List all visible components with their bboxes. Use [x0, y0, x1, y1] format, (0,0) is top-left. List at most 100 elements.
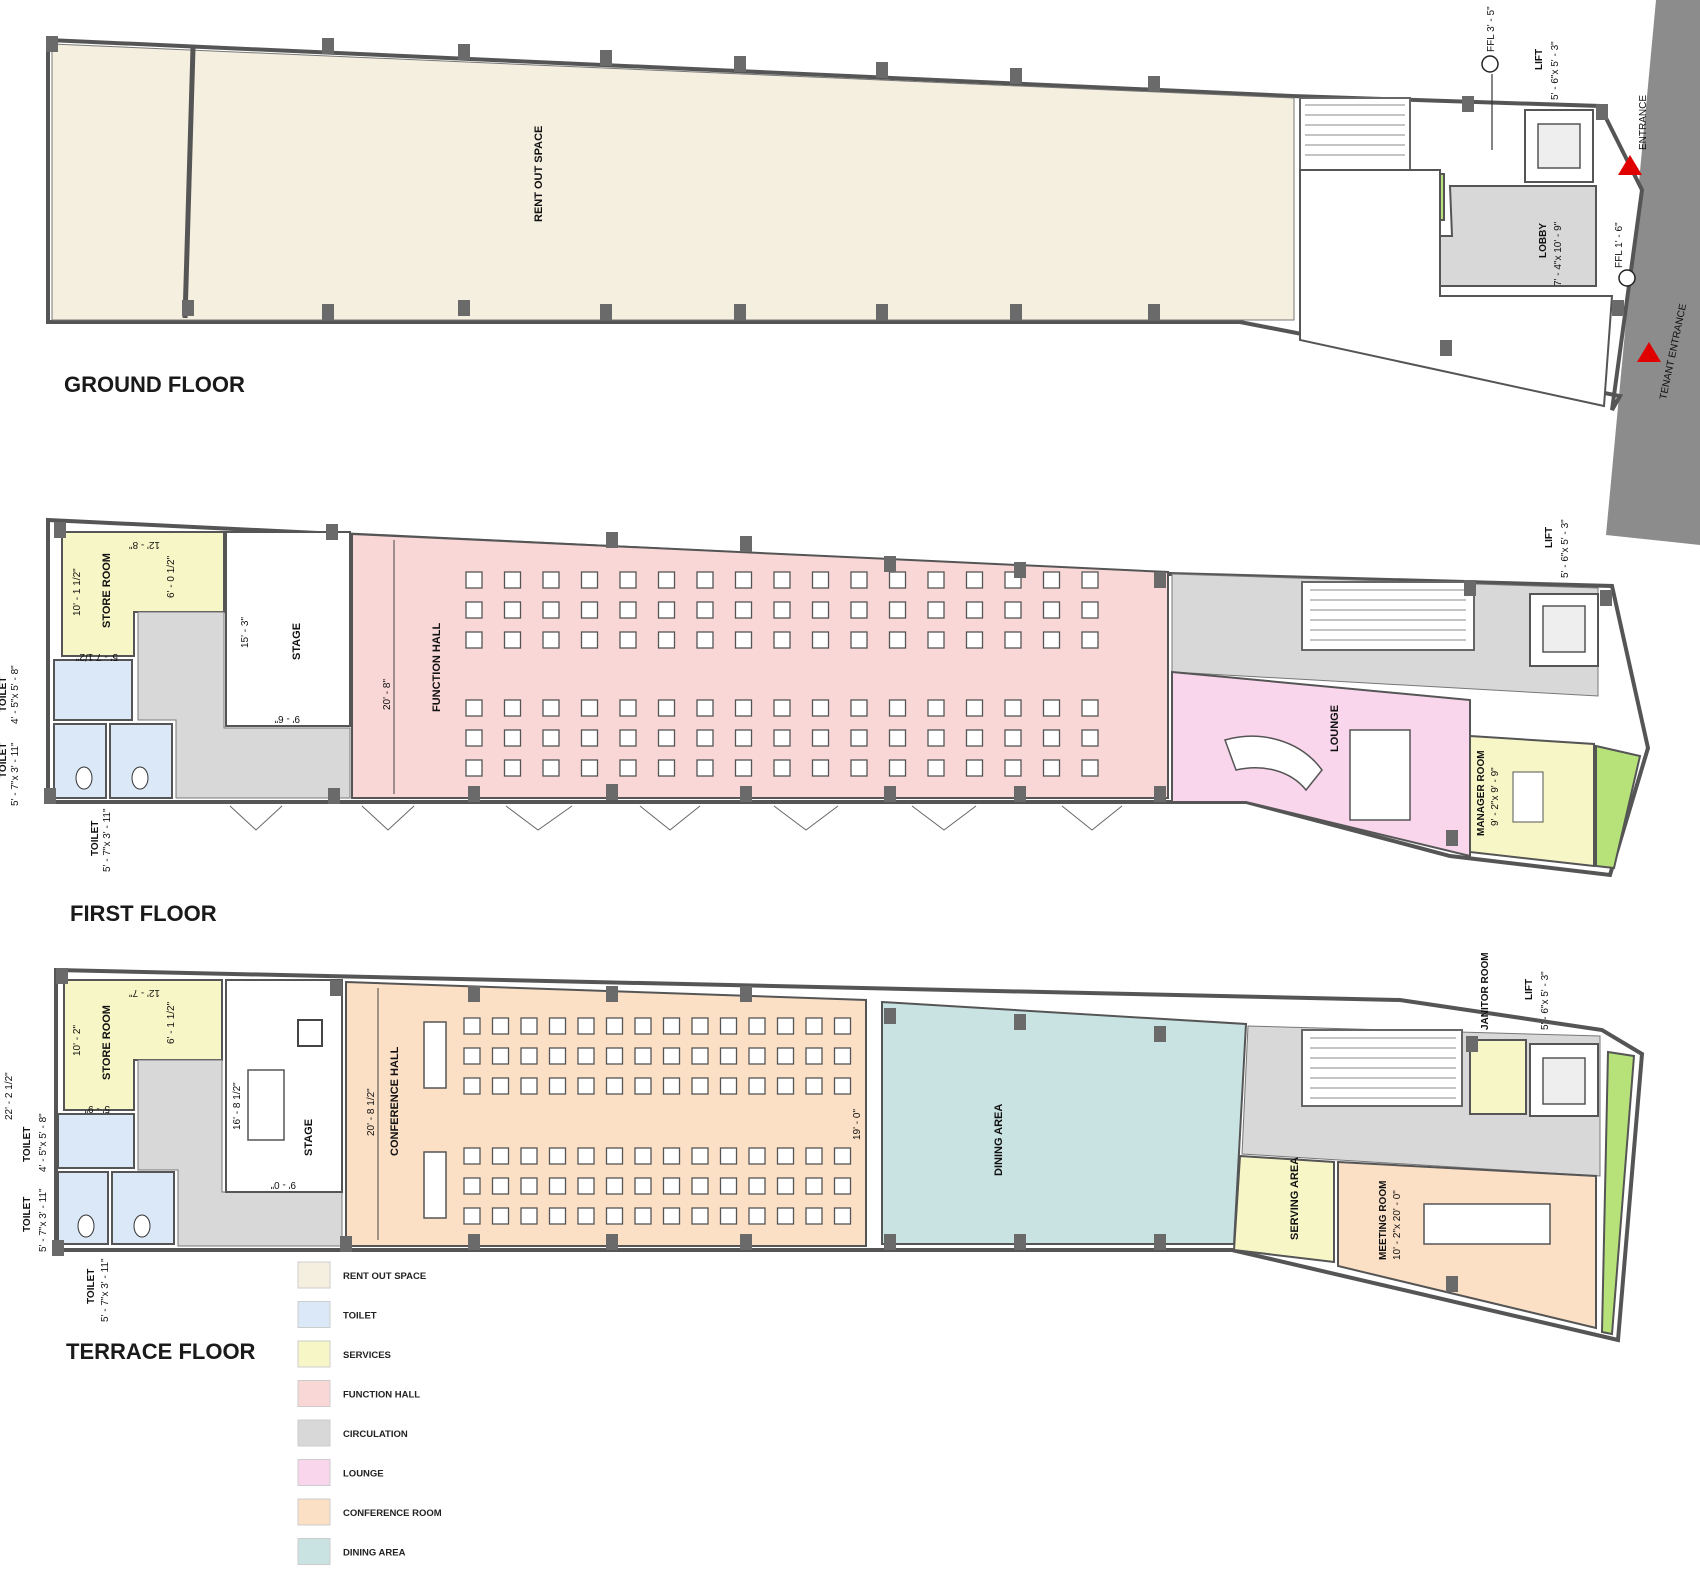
conference-seat [833, 1147, 852, 1165]
hall-seat [888, 759, 907, 777]
hall-seat [965, 601, 984, 619]
first-stage-label: STAGE [291, 623, 303, 660]
first-floor-plan: STORE ROOM 12' - 8" 10' - 1 1/2" 6' - 0 … [0, 517, 1651, 926]
column [54, 522, 66, 538]
dining-area-label: DINING AREA [993, 1104, 1005, 1176]
hall-seat [465, 759, 483, 777]
ground-lobby-label: LOBBY [1538, 223, 1549, 258]
hall-seat [1081, 601, 1099, 619]
conference-seat [548, 1017, 567, 1035]
first-floor-title: FIRST FLOOR [70, 901, 217, 926]
column [734, 56, 746, 72]
conference-seat [463, 1047, 481, 1065]
legend-label: RENT OUT SPACE [343, 1271, 426, 1282]
hall-seat [619, 729, 637, 747]
meeting-room-label: MEETING ROOM [1378, 1181, 1389, 1260]
terrace-store-room-label: STORE ROOM [101, 1005, 113, 1080]
hall-seat [965, 699, 984, 717]
hall-seat [927, 571, 945, 589]
conference-seat [691, 1207, 709, 1225]
hall-seat [850, 631, 868, 649]
first-toilet-c-dim: 5' - 7"x 3' - 11" [102, 808, 113, 872]
column [1464, 580, 1476, 596]
hall-seat [619, 759, 637, 777]
first-stair-treads [1310, 589, 1466, 641]
legend-label: DINING AREA [343, 1548, 406, 1559]
terrace-toilet-c-label: TOILET [86, 1269, 97, 1304]
hall-seat [1004, 699, 1022, 717]
conference-seat [805, 1177, 823, 1195]
conference-seat [520, 1207, 538, 1225]
legend-label: CIRCULATION [343, 1429, 408, 1440]
hall-seat [734, 729, 753, 747]
serving-area [1232, 1154, 1335, 1264]
column [600, 304, 612, 320]
ground-lift-car [1537, 123, 1581, 169]
terrace-toilet-b-dim: 5' - 7"x 3' - 11" [38, 1188, 49, 1252]
conference-seat [605, 1147, 624, 1165]
hall-seat [619, 631, 637, 649]
hall-seat [1042, 699, 1061, 717]
structural-columns [44, 36, 1624, 1292]
hall-seat [850, 699, 868, 717]
terrace-overall-dim: 22' - 2 1/2" [4, 1072, 15, 1120]
legend-label: LOUNGE [343, 1469, 384, 1480]
lounge-sofa [1224, 735, 1323, 792]
column [1010, 68, 1022, 84]
column [468, 786, 480, 802]
terrace-planter [1600, 1050, 1636, 1336]
column [884, 1008, 896, 1024]
legend-swatch [297, 1538, 331, 1565]
column [1014, 786, 1026, 802]
column [884, 786, 896, 802]
first-toilet-c [109, 723, 173, 799]
conference-seat [605, 1077, 624, 1095]
hall-seat [1004, 729, 1022, 747]
ground-partition [182, 47, 196, 319]
first-toilet-a [53, 659, 133, 721]
hall-seat [580, 699, 599, 717]
conference-seat [662, 1047, 681, 1065]
hall-seat [927, 729, 945, 747]
serving-area-label: SERVING AREA [1289, 1157, 1301, 1240]
column [606, 532, 618, 548]
legend-label: SERVICES [343, 1350, 391, 1361]
conference-seat [748, 1077, 766, 1095]
conference-seat [520, 1177, 538, 1195]
conference-seat [691, 1017, 709, 1035]
ground-lift-dim: 5' - 6"x 5' - 3" [1550, 41, 1561, 100]
terrace-stage-label: STAGE [303, 1119, 315, 1156]
conference-seat [634, 1077, 652, 1095]
ground-stair-treads [1305, 104, 1405, 156]
ground-lift-label: LIFT [1534, 49, 1545, 70]
column [1010, 304, 1022, 320]
column [876, 62, 888, 78]
terrace-toilet-a-dim: 4' - 5"x 5' - 8" [38, 1113, 49, 1172]
first-store-dim-d: 5' - 7 1/2" [75, 651, 118, 662]
column [458, 300, 470, 316]
hall-seat [888, 601, 907, 619]
conference-hall-label: CONFERENCE HALL [389, 1046, 401, 1156]
rent-out-space-label: RENT OUT SPACE [533, 126, 545, 222]
conference-dim-right: 19' - 0" [852, 1109, 863, 1140]
column [600, 50, 612, 66]
conference-seat [748, 1017, 766, 1035]
hall-seat [619, 601, 637, 619]
conference-seat [548, 1177, 567, 1195]
terrace-stage-dim-v: 16' - 8 1/2" [232, 1082, 243, 1130]
hall-seat [580, 571, 599, 589]
hall-seat [927, 759, 945, 777]
terrace-store-room [63, 979, 223, 1111]
hall-seat [619, 699, 637, 717]
ground-stair [1299, 97, 1411, 171]
hall-seat [811, 729, 830, 747]
meeting-table [1423, 1203, 1551, 1245]
hall-seat [657, 631, 676, 649]
terrace-floor-title: TERRACE FLOOR [66, 1339, 256, 1364]
conference-seat [577, 1207, 595, 1225]
first-toilet-b-dim: 5' - 7"x 3' - 11" [10, 742, 21, 806]
hall-seat [619, 571, 637, 589]
hall-seat [811, 601, 830, 619]
column [740, 986, 752, 1002]
